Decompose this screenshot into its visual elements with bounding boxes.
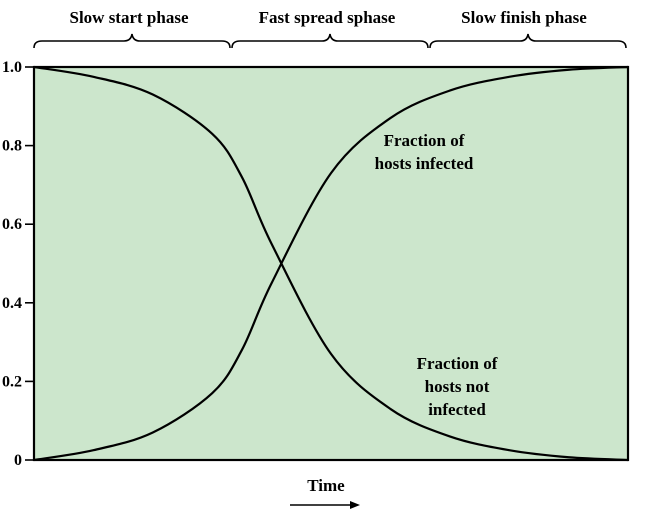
series-line-infected	[33, 65, 629, 462]
y-tick-label: 0.8	[2, 138, 22, 155]
y-tick-label: 1.0	[2, 59, 22, 76]
y-tick-label: 0.4	[2, 295, 22, 312]
annotation-not-infected-line-2: hosts not	[425, 377, 490, 396]
x-axis-label: Time	[307, 476, 345, 495]
y-tick-label: 0.2	[2, 373, 22, 390]
phase-brace-1	[33, 33, 231, 49]
y-tick-label: 0	[14, 452, 22, 469]
annotation-infected-line-1: Fraction of	[384, 131, 465, 150]
x-axis-arrow-icon	[290, 501, 360, 509]
annotation-not-infected-line-3: infected	[428, 400, 486, 419]
annotation-not-infected-line-1: Fraction of	[417, 354, 498, 373]
plot-area	[34, 67, 628, 460]
phase-braces	[33, 33, 627, 49]
plot-frame	[32, 65, 630, 462]
series-line-not-infected	[33, 65, 629, 462]
phase-label-slow-finish: Slow finish phase	[461, 8, 587, 27]
y-tick-label: 0.6	[2, 216, 22, 233]
phase-brace-2	[231, 33, 429, 49]
annotation-infected-line-2: hosts infected	[375, 154, 474, 173]
phase-label-fast-spread: Fast spread sphase	[259, 8, 396, 27]
phase-label-slow-start: Slow start phase	[69, 8, 188, 27]
y-axis-ticks: 0 0.2 0.4 0.6 0.8 1.0	[2, 59, 34, 469]
phase-brace-3	[429, 33, 627, 49]
